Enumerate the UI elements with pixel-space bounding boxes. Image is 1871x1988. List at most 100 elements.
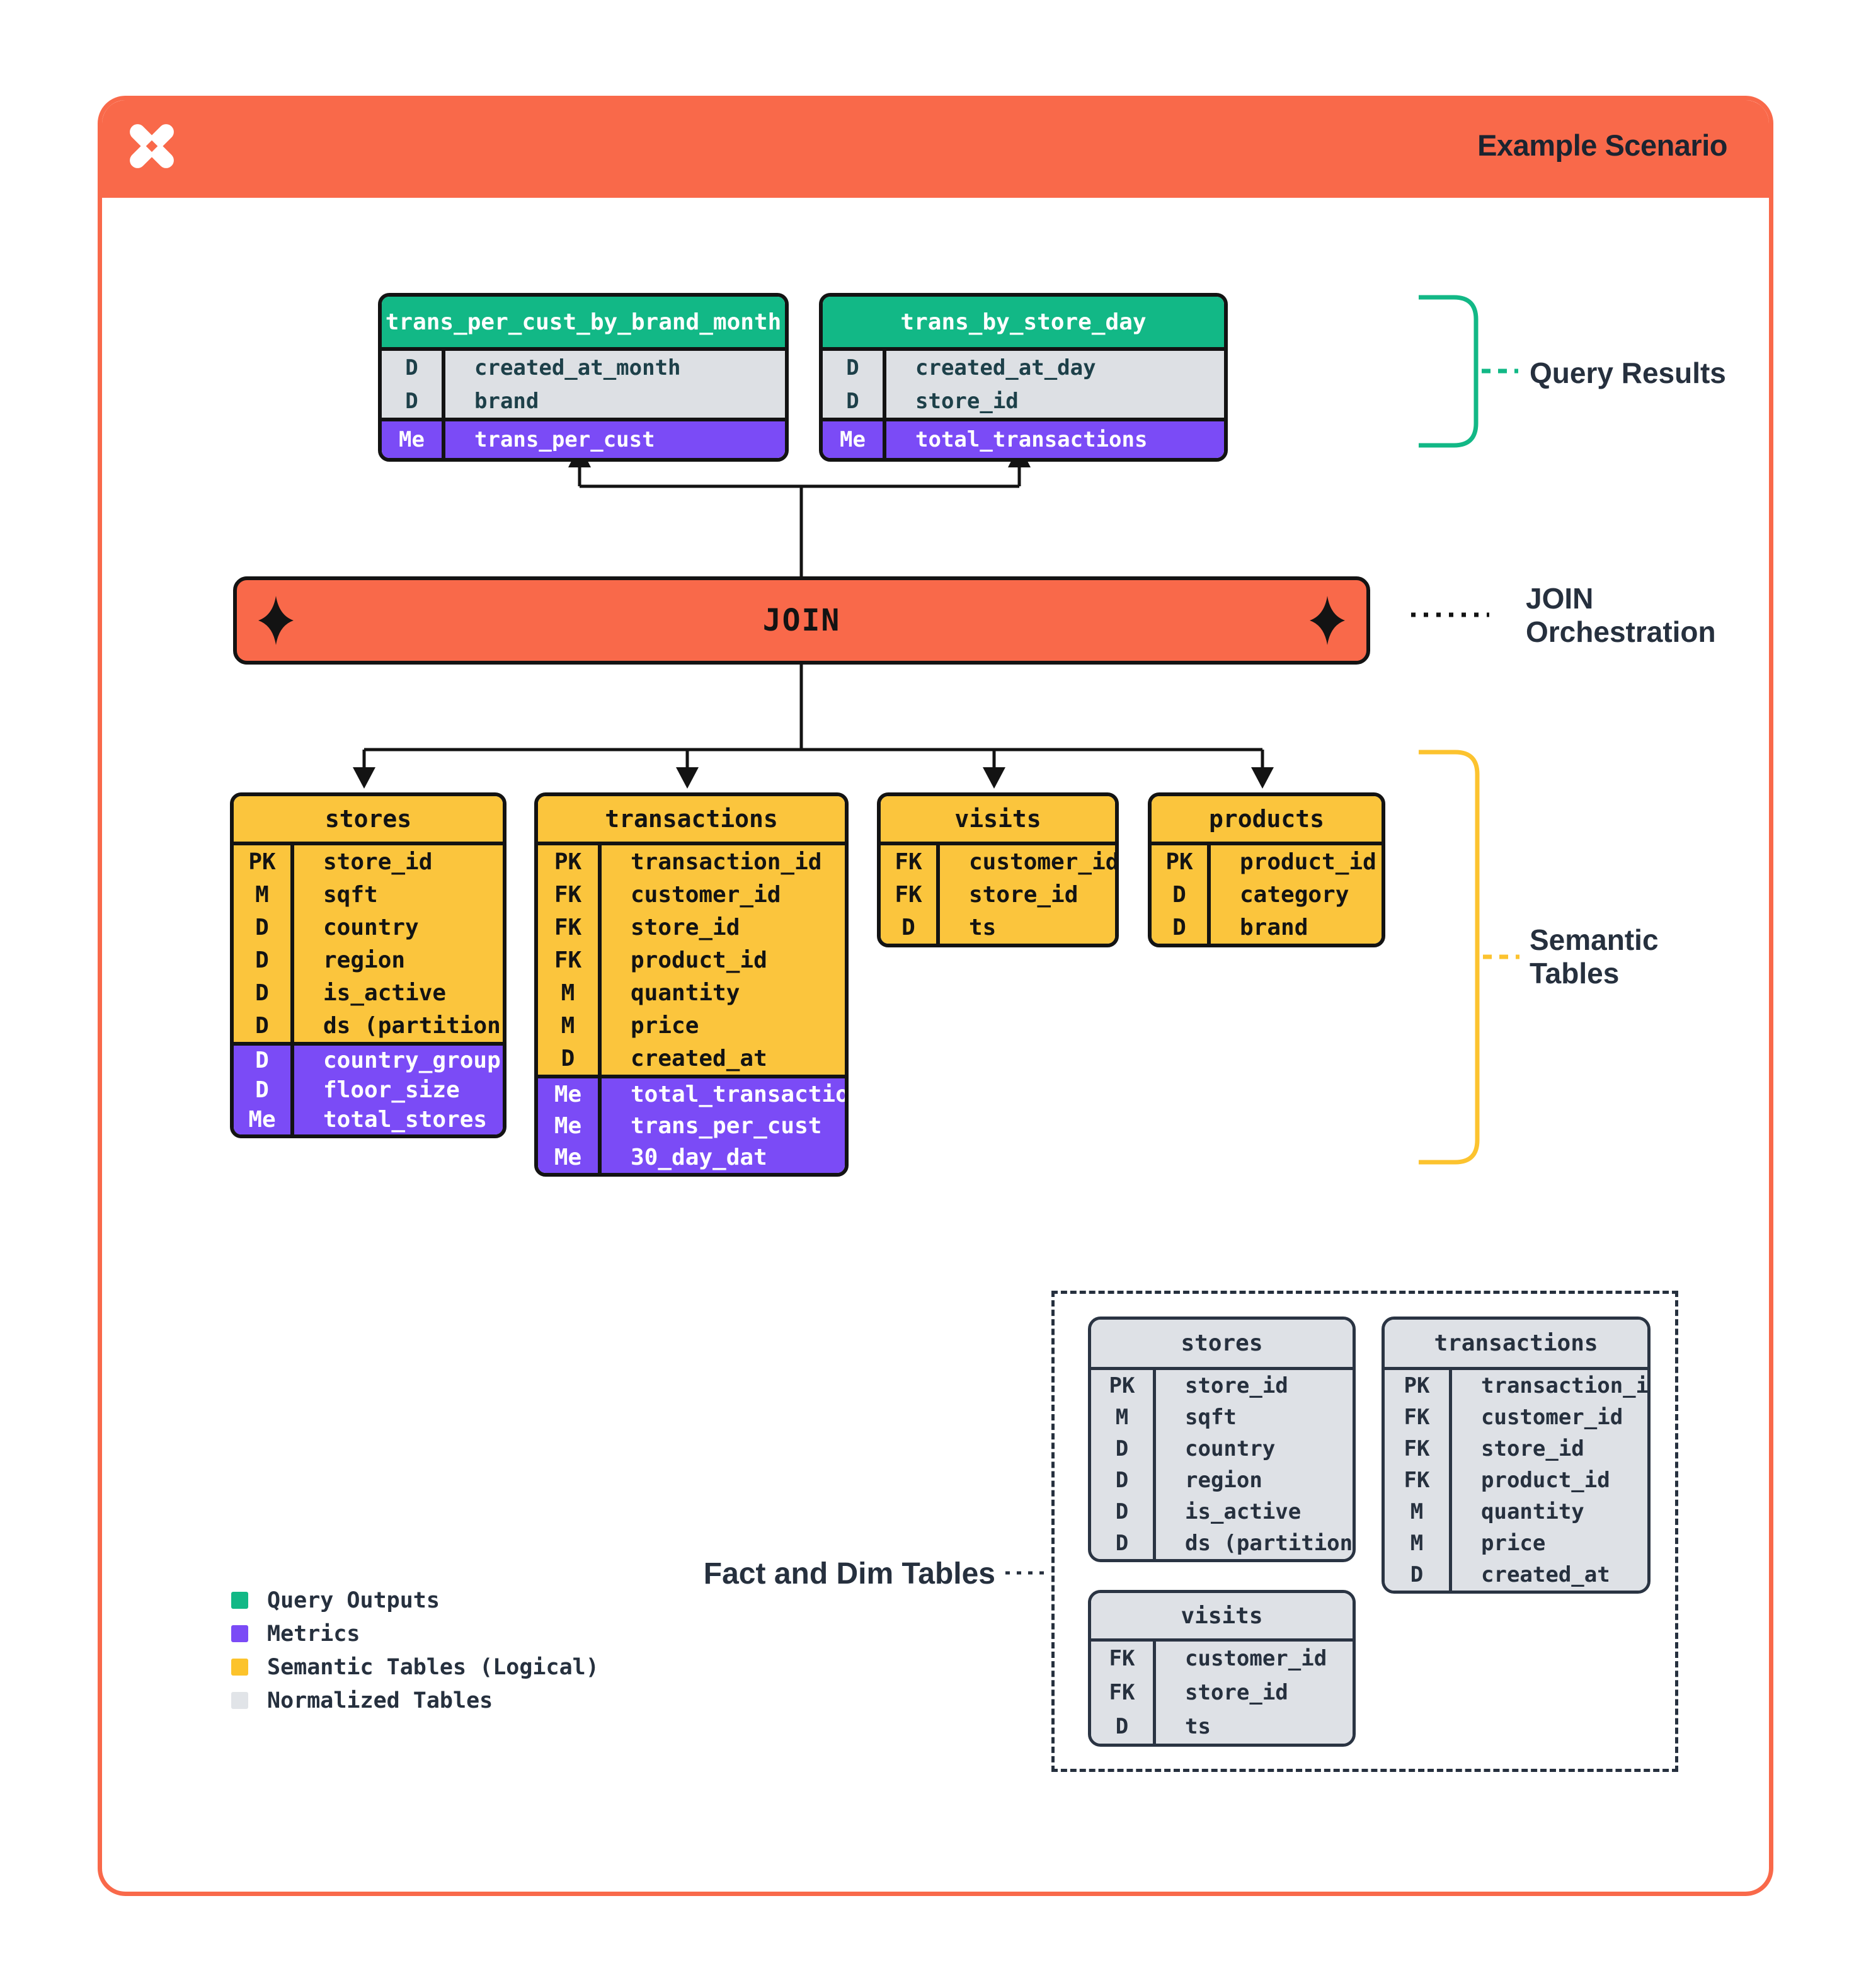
field-key: D — [1091, 1496, 1156, 1528]
field-name: quantity — [631, 980, 740, 1006]
field-key: FK — [881, 845, 940, 878]
field-name: is_active — [1185, 1499, 1302, 1524]
field-name: store_id — [1481, 1436, 1584, 1461]
field-name: sqft — [323, 881, 378, 908]
field-key: M — [234, 878, 294, 911]
legend-label: Query Outputs — [267, 1587, 440, 1613]
field-key: D — [382, 351, 445, 384]
table-title: stores — [234, 796, 503, 842]
field-name: store_id — [969, 881, 1079, 908]
field-name: floor_size — [323, 1077, 460, 1103]
legend-item: Semantic Tables (Logical) — [231, 1650, 599, 1684]
field-key: D — [234, 1046, 294, 1075]
field-name: brand — [474, 388, 539, 414]
field-name: total_transactions — [915, 427, 1148, 452]
field-name: ts — [1185, 1714, 1211, 1739]
field-name: transaction_id — [1481, 1373, 1651, 1398]
field-name: trans_per_cust — [631, 1112, 822, 1139]
field-name: ds (partition) — [1185, 1531, 1356, 1556]
field-key: D — [1091, 1528, 1156, 1559]
field-name: created_at — [1481, 1562, 1610, 1587]
join-orchestration-bar: JOIN — [233, 576, 1370, 665]
field-name: 30_day_dat — [631, 1144, 767, 1170]
legend-label: Metrics — [267, 1621, 360, 1647]
metric-rows: Metotal_transactionsMetrans_per_custMe30… — [538, 1075, 845, 1173]
legend-swatch-icon — [231, 1659, 248, 1676]
field-name: product_id — [1481, 1468, 1610, 1493]
field-name: customer_id — [631, 881, 781, 908]
field-name: price — [1481, 1531, 1546, 1556]
field-key: Me — [538, 1110, 602, 1141]
field-name: quantity — [1481, 1499, 1584, 1524]
legend-item: Normalized Tables — [231, 1684, 599, 1717]
table-title: transactions — [1385, 1320, 1647, 1367]
field-key: PK — [538, 845, 602, 878]
semantic-tables-label-line2: Tables — [1530, 957, 1620, 990]
field-key: D — [234, 1009, 294, 1042]
field-name: store_id — [1185, 1373, 1288, 1398]
field-name: country_group — [323, 1048, 501, 1073]
field-key: M — [1385, 1496, 1452, 1528]
field-key: D — [1091, 1433, 1156, 1465]
field-name: is_active — [323, 980, 447, 1006]
query-results-label: Query Results — [1530, 357, 1726, 389]
field-key: Me — [823, 421, 886, 458]
field-key: D — [234, 1075, 294, 1105]
legend-item: Metrics — [231, 1617, 599, 1650]
table-title: products — [1152, 796, 1382, 842]
field-key: D — [881, 911, 940, 944]
field-key: FK — [1385, 1433, 1452, 1465]
field-name: created_at_month — [474, 355, 681, 380]
field-key: Me — [538, 1078, 602, 1110]
field-name: store_id — [323, 848, 433, 875]
field-key: D — [1152, 911, 1211, 944]
field-name: region — [323, 947, 406, 973]
table-title: trans_by_store_day — [823, 297, 1224, 347]
table-row: Me trans_per_cust — [538, 1110, 845, 1141]
field-name: customer_id — [969, 848, 1119, 875]
field-name: region — [1185, 1468, 1262, 1493]
field-key: FK — [1385, 1402, 1452, 1433]
field-key: D — [234, 976, 294, 1009]
legend-swatch-icon — [231, 1692, 248, 1709]
table-title: stores — [1091, 1320, 1353, 1367]
fact-dim-tables-box — [1051, 1291, 1678, 1772]
field-key: PK — [234, 845, 294, 878]
field-name: brand — [1240, 914, 1308, 940]
semantic-tables-label-line1: Semantic — [1530, 923, 1659, 956]
field-key: D — [234, 944, 294, 976]
